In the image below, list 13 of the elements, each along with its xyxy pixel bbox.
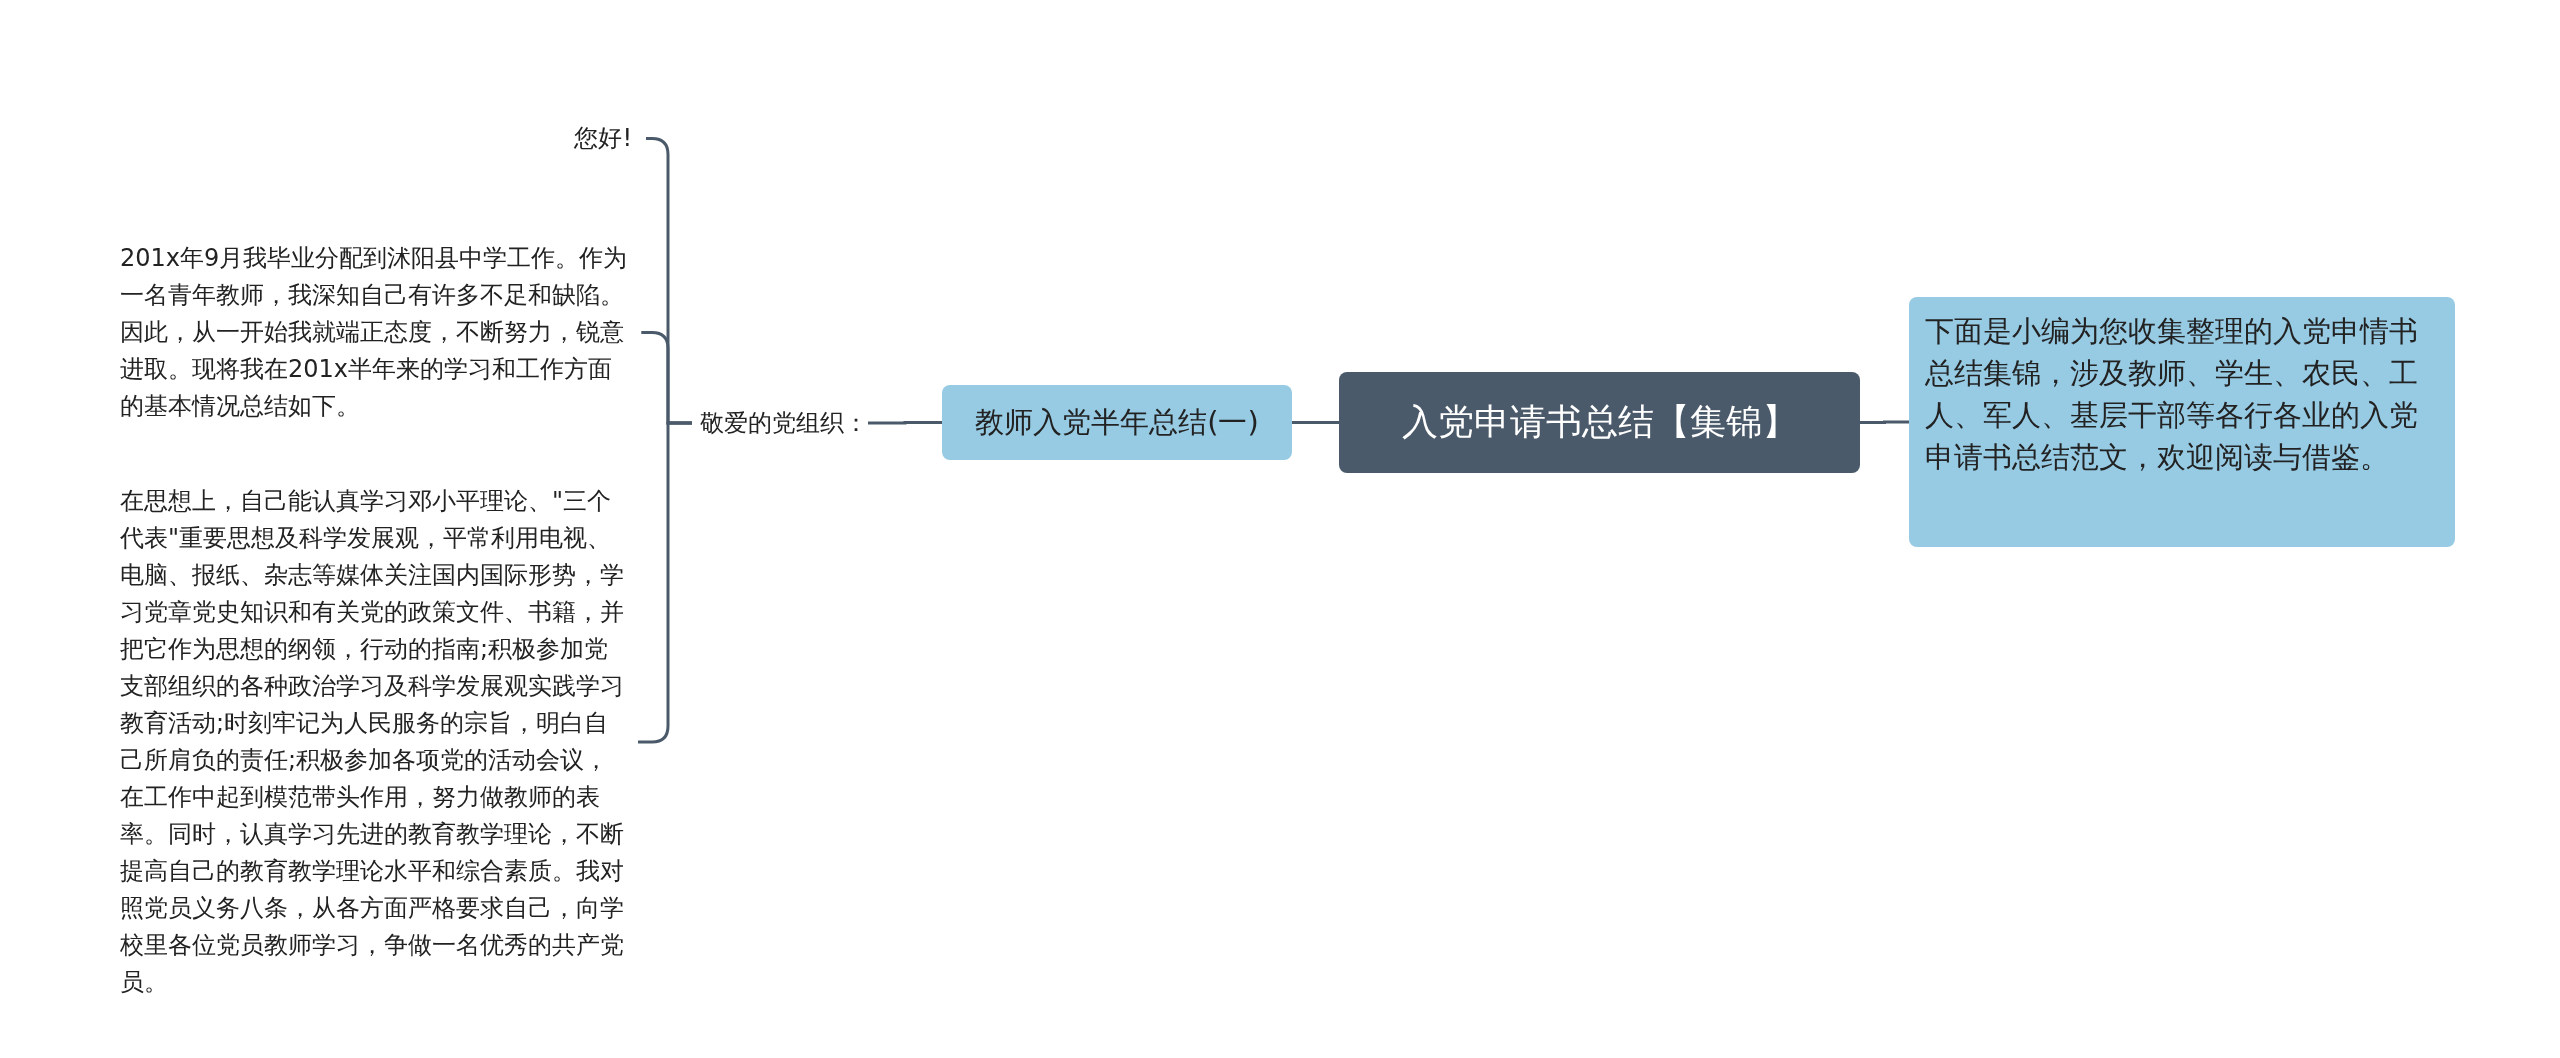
greeting-text: 您好! [440,120,632,157]
root-topic-box [1339,372,1860,473]
paragraph-text: 在思想上，自己能认真学习邓小平理论、"三个代表"重要思想及科学发展观，平常利用电视、电脑、报纸、杂志等媒体关注国内国际形势，学习党章党史知识和有关党的政策文件、书籍，并把它作为思想的纲领，行动的指南;积极参加党支部组织的各种政治学习及科学发展观实践学习教育活动;时刻牢记为人民服务的宗旨，明白自己所肩负的责任;积极参加各项党的活动会议，在工作中起到模范带头作用，努力做教师的表率。同时，认真学习先进的教育教学理论，不断提高自己的教育教学理论水平和综合素质。我对照党员义务八条，从各方面严格要求自己，向学校里各位党员教师学习，争做一名优秀的共产党员。 [120,483,632,1001]
node-text: 教师入党半年总结(一) [975,403,1259,441]
topic-text: 敬爱的党组织： [700,405,900,441]
node-text: 入党申请书总结【集锦】 [1401,400,1798,444]
description-box [1909,297,2455,547]
node-text: 下面是小编为您收集整理的入党申情书总结集锦，涉及教师、学生、农民、工人、军人、基层干部等各行各业的入党申请书总结范文，欢迎阅读与借鉴。 [1925,314,2419,476]
connector-line [1860,420,1909,424]
paragraph-text: 201x年9月我毕业分配到沭阳县中学工作。作为一名青年教师，我深知自己有许多不足和缺陷。因此，从一开始我就端正态度，不断努力，锐意进取。现将我在201x半年来的学习和工作方面的基本情况总结如下。 [120,240,632,425]
connector-line [868,421,942,425]
connector-line [1292,421,1339,424]
subtopic-box [942,385,1292,460]
